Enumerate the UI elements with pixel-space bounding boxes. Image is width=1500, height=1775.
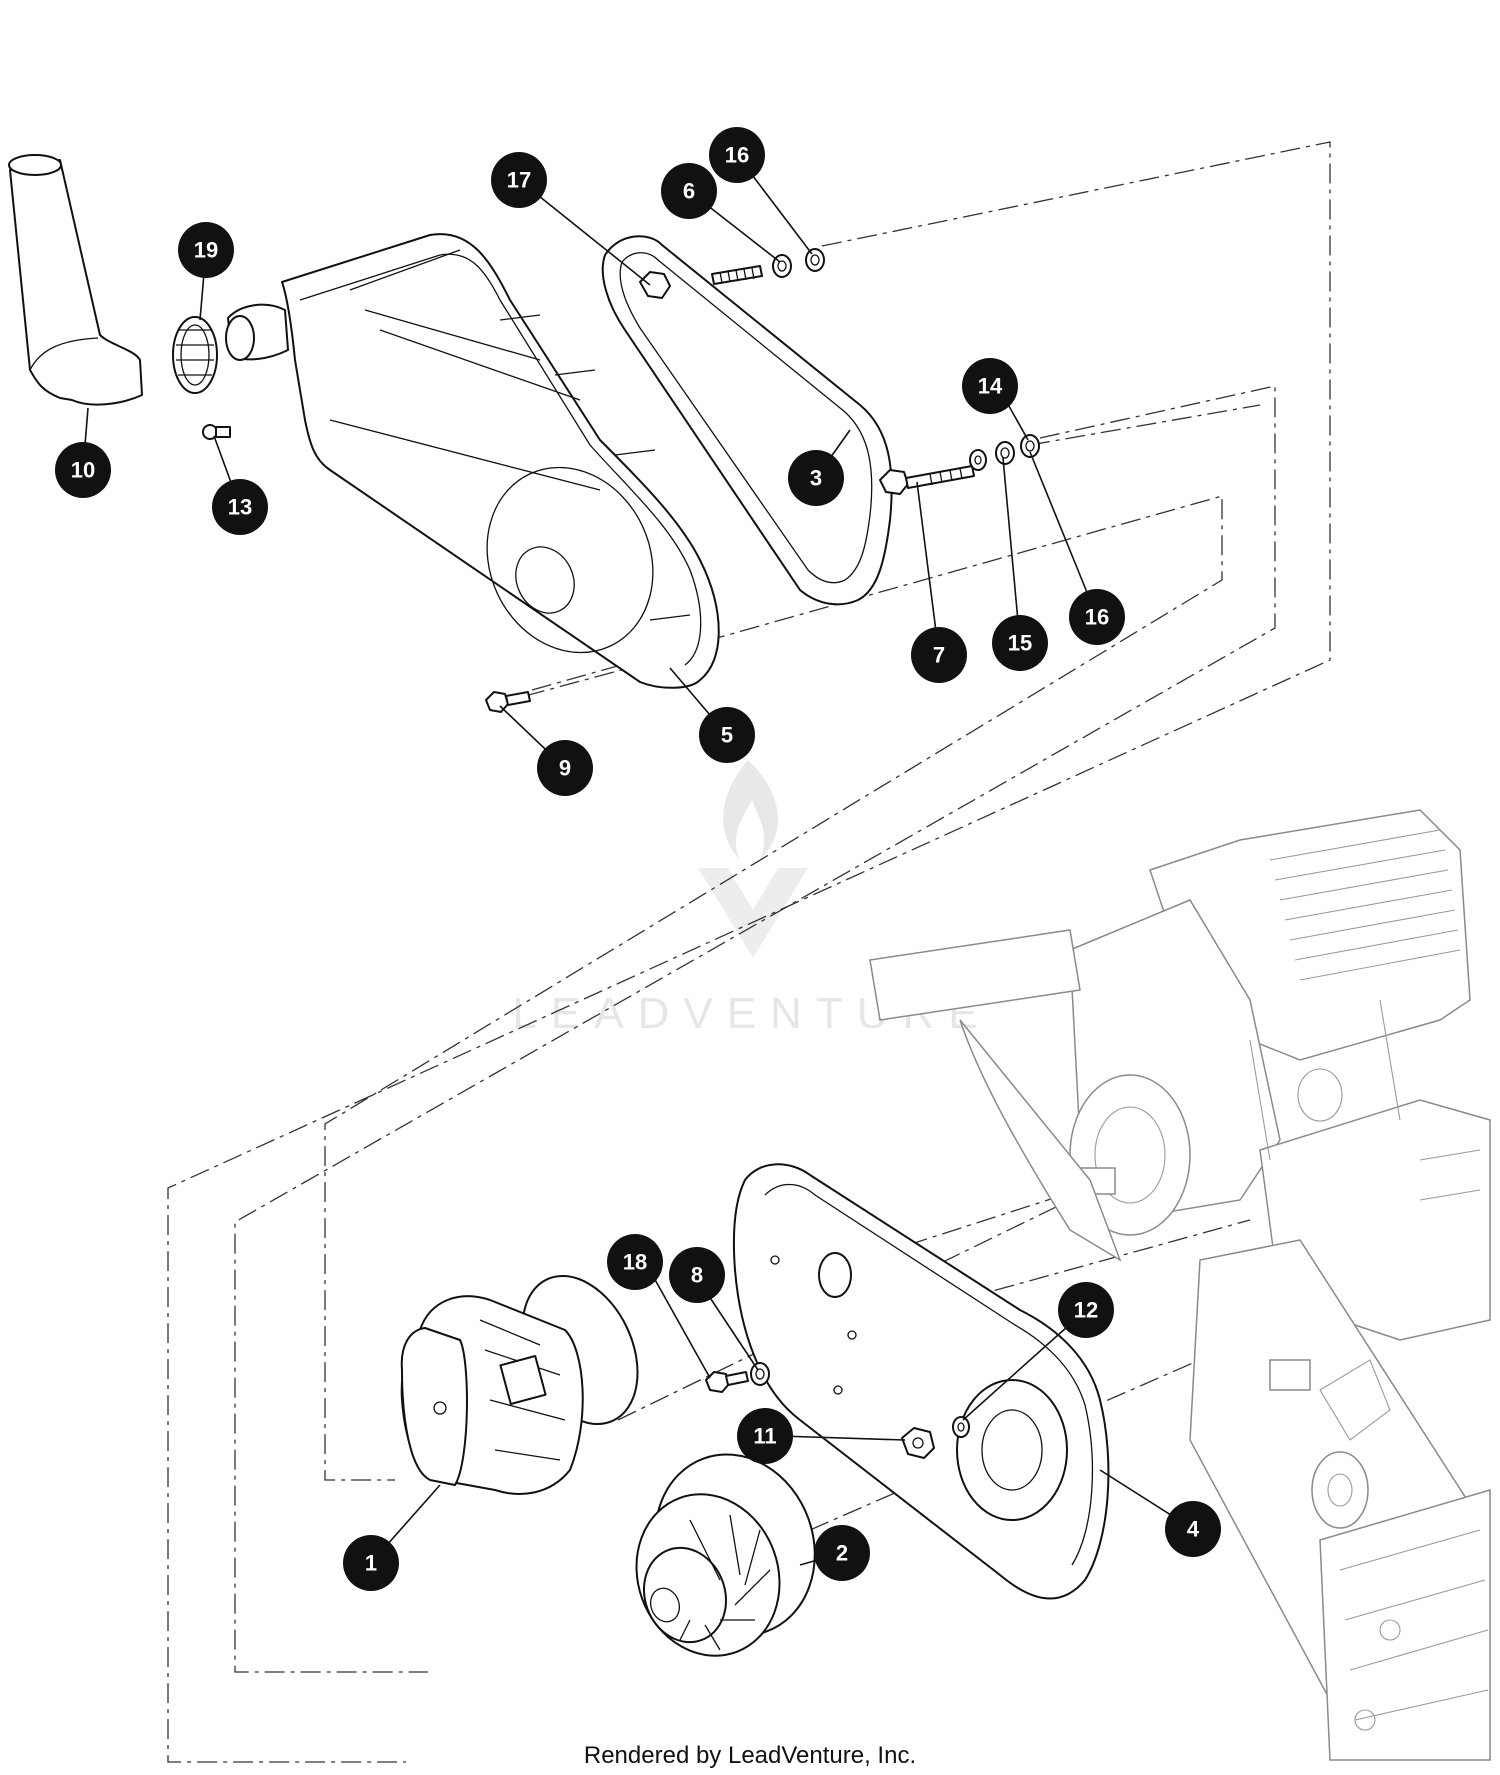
svg-text:7: 7 [933, 643, 945, 668]
washer-12 [952, 1416, 970, 1438]
svg-text:12: 12 [1074, 1298, 1098, 1323]
callout-5: 5 [699, 707, 755, 763]
callout-10: 10 [55, 442, 111, 498]
svg-text:11: 11 [753, 1424, 776, 1449]
driven-clutch [635, 1453, 816, 1657]
svg-text:10: 10 [71, 458, 95, 483]
callout-11: 11 [737, 1408, 793, 1464]
clip-fastener [202, 424, 231, 440]
cover-bolt [485, 691, 531, 713]
assembly-line-washer [1029, 404, 1261, 446]
svg-text:1: 1 [365, 1551, 377, 1576]
callout-12: 12 [1058, 1282, 1114, 1338]
assembly-line-middle [234, 385, 1276, 1673]
svg-text:4: 4 [1187, 1517, 1200, 1542]
svg-text:8: 8 [691, 1263, 703, 1288]
svg-text:17: 17 [507, 168, 531, 193]
svg-text:19: 19 [194, 238, 218, 263]
washer-set-right [969, 434, 1040, 471]
svg-text:3: 3 [810, 466, 822, 491]
hex-nut-stud [639, 265, 763, 299]
bolt-washer-18-8 [705, 1362, 770, 1393]
svg-text:18: 18 [623, 1250, 647, 1275]
callout-2: 2 [814, 1525, 870, 1581]
svg-text:2: 2 [836, 1541, 848, 1566]
svg-text:5: 5 [721, 723, 733, 748]
assembly-line-bolt [524, 664, 641, 697]
callout-18: 18 [607, 1234, 663, 1290]
hex-nut-11 [901, 1427, 935, 1459]
callout-19: 19 [178, 222, 234, 278]
assembly-line-inner [324, 495, 1223, 1481]
drive-belt [601, 235, 893, 606]
callout-6: 6 [661, 163, 717, 219]
svg-text:13: 13 [228, 495, 252, 520]
svg-text:9: 9 [559, 756, 571, 781]
belt-housing-backplate [732, 1163, 1110, 1600]
callout-14: 14 [962, 358, 1018, 414]
callout-7: 7 [911, 627, 967, 683]
belt-cover [225, 233, 720, 689]
callout-3: 3 [788, 450, 844, 506]
callout-4: 4 [1165, 1501, 1221, 1557]
svg-text:14: 14 [978, 374, 1003, 399]
intake-hose [8, 154, 143, 406]
callout-9: 9 [537, 740, 593, 796]
callout-1: 1 [343, 1535, 399, 1591]
render-credit: Rendered by LeadVenture, Inc. [583, 1742, 917, 1769]
callout-13: 13 [212, 479, 268, 535]
svg-text:16: 16 [1085, 605, 1109, 630]
callout-16-top: 16 [709, 127, 765, 183]
engine-assembly [869, 809, 1491, 1761]
callout-8: 8 [669, 1247, 725, 1303]
hose-clamp [172, 316, 218, 394]
svg-text:6: 6 [683, 179, 695, 204]
washer-set-top [772, 248, 825, 278]
long-bolt [879, 465, 975, 495]
svg-text:15: 15 [1008, 631, 1032, 656]
assembly-line-outer [167, 141, 1331, 1763]
callout-15: 15 [992, 615, 1048, 671]
callout-17: 17 [491, 152, 547, 208]
drive-clutch [400, 1274, 639, 1495]
svg-text:16: 16 [725, 143, 749, 168]
callout-16-right: 16 [1069, 589, 1125, 645]
assembly-line-cover-2 [959, 1219, 1251, 1301]
